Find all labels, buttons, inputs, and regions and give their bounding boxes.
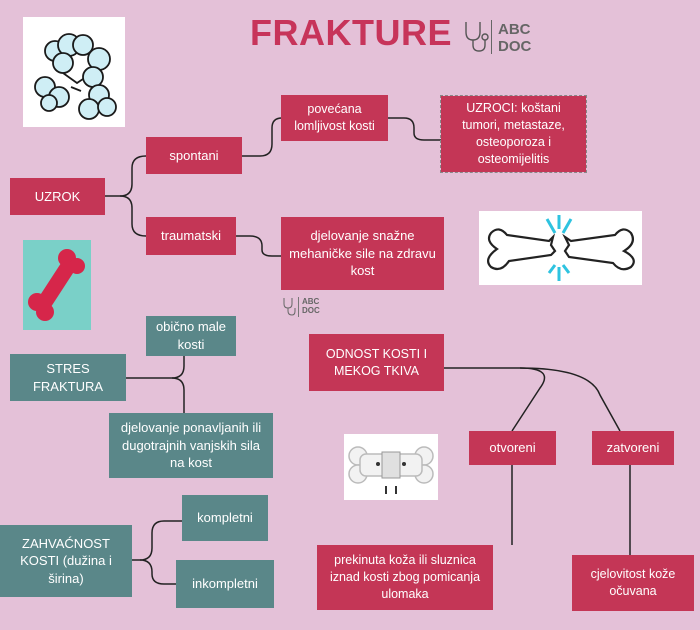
node-kompletni: kompletni [182, 495, 268, 541]
logo-small-line2: DOC [302, 306, 320, 315]
node-zatvoreni: zatvoreni [592, 431, 674, 465]
node-zahvacenost-kosti: ZAHVAĆNOST KOSTI (dužina i širina) [0, 525, 132, 597]
line-odnost-zatvoreni [519, 367, 621, 432]
node-otvoreni: otvoreni [469, 431, 556, 465]
node-uzrok: UZROK [10, 178, 105, 215]
line-odnost-otvoreni [444, 367, 546, 432]
node-uzroci: UZROCI: koštani tumori, metastaze, osteo… [440, 95, 587, 173]
line-zahvacenost-kompletni [132, 520, 182, 561]
bandaged-bone-image [344, 434, 438, 500]
dog-bone-toy-image [23, 240, 91, 330]
stethoscope-icon [283, 298, 296, 316]
node-spontani: spontani [146, 137, 242, 174]
abcdoc-logo-small: ABC DOC [282, 296, 322, 318]
logo-line1: ABC [498, 21, 531, 38]
line-stres-djelovanje [171, 377, 185, 413]
stethoscope-icon [465, 22, 489, 52]
line-spontani-povecana [242, 117, 283, 157]
node-stres-fraktura: STRES FRAKTURA [10, 354, 126, 401]
fractured-bone-image [479, 211, 642, 285]
line-zahvacenost-inkompletni [139, 559, 176, 585]
node-cjelovitost-koze: cjelovitost kože očuvana [572, 555, 694, 611]
abcdoc-logo: ABC DOC [462, 18, 532, 56]
line-traumatski-djelovanje [236, 235, 282, 257]
line-uzrok-traumatski [119, 195, 147, 237]
node-odnost-kosti: ODNOST KOSTI I MEKOG TKIVA [309, 334, 444, 391]
node-djelovanje-ponavljanih: djelovanje ponavljanih ili dugotrajnih v… [109, 413, 273, 478]
line-uzrok-spontani [105, 155, 147, 197]
node-prekinuta-koza: prekinuta koža ili sluznica iznad kosti … [317, 545, 493, 610]
node-traumatski: traumatski [146, 217, 236, 255]
logo-small-line1: ABC [302, 297, 320, 306]
line-povecana-uzroci [388, 117, 441, 141]
node-obicno-male-kosti: obično male kosti [146, 316, 236, 356]
broken-bone-illustration [23, 17, 125, 127]
logo-line2: DOC [498, 38, 532, 55]
line-stres-obicno [126, 356, 185, 379]
node-inkompletni: inkompletni [176, 560, 274, 608]
node-povecana-lomljivost: povećana lomljivost kosti [281, 95, 388, 141]
node-djelovanje-snazne-sile: djelovanje snažne mehaničke sile na zdra… [281, 217, 444, 290]
page-title: FRAKTURE [250, 12, 452, 53]
